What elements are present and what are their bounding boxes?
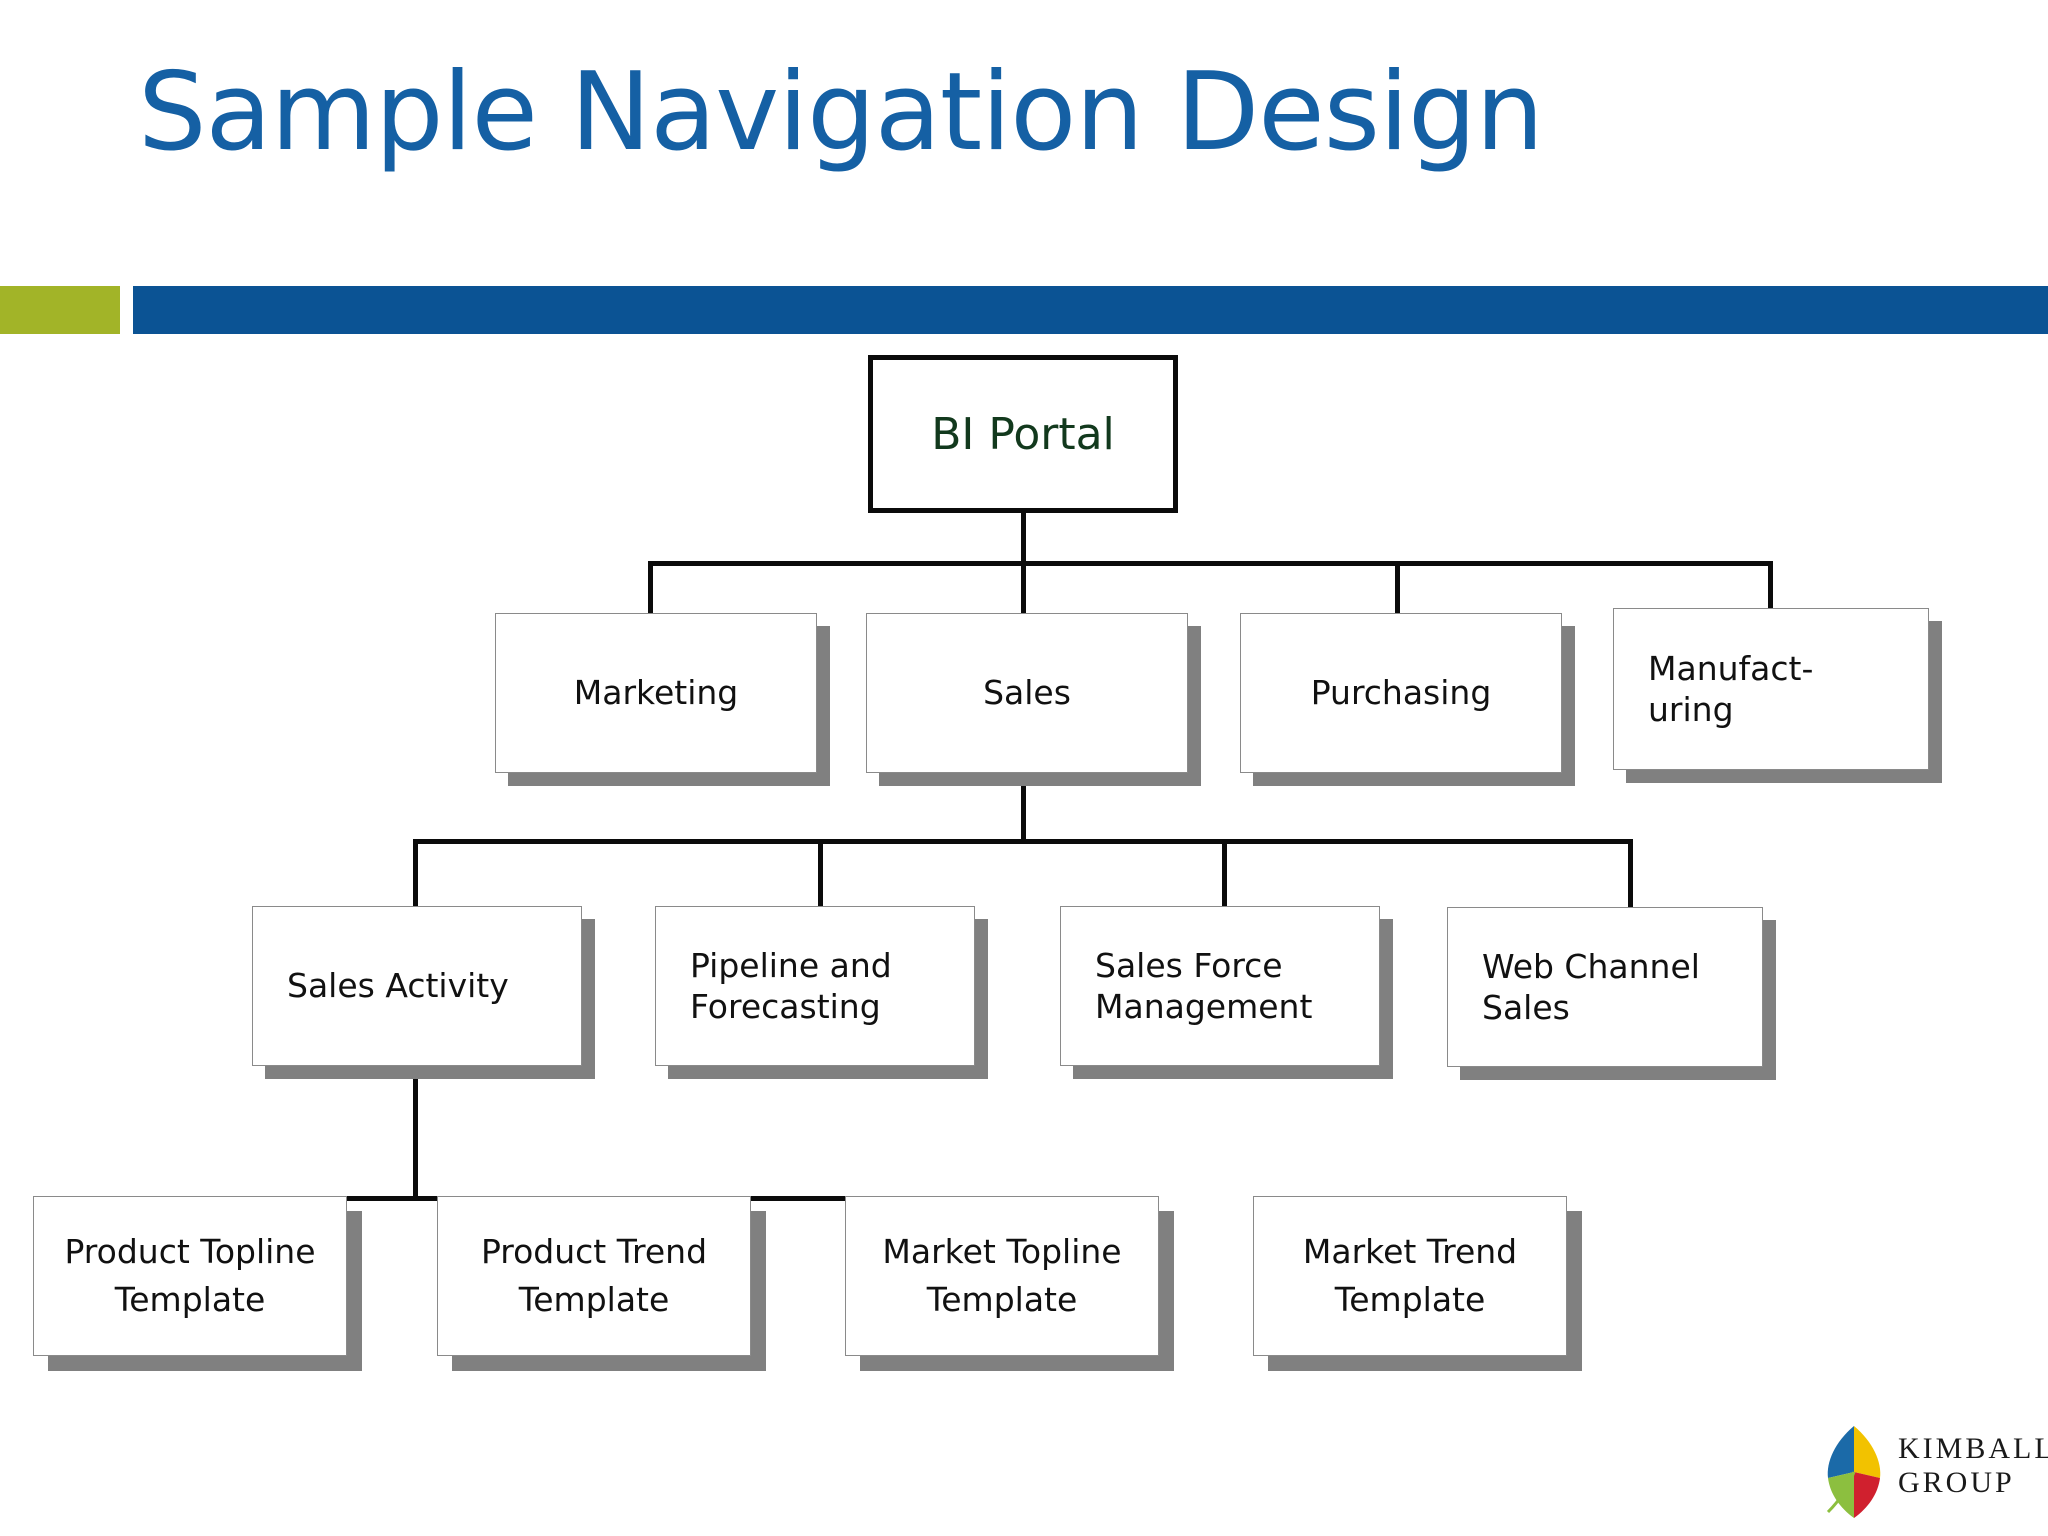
kimball-group-logo: KIMBALL GROUP: [1818, 1418, 2048, 1530]
node-sales-activity-label: Sales Activity: [287, 966, 509, 1006]
node-marketing-label: Marketing: [573, 673, 739, 713]
page-title: Sample Navigation Design: [138, 50, 1544, 175]
node-product-topline-template-label: Product Topline Template: [64, 1232, 316, 1319]
connector-sales-activity-stem: [413, 1063, 418, 1200]
node-marketing[interactable]: Marketing: [495, 613, 817, 773]
node-manufacturing[interactable]: Manufact- uring: [1613, 608, 1929, 770]
node-web-channel-sales[interactable]: Web Channel Sales: [1447, 907, 1763, 1067]
connector-level3-drop-web-channel: [1628, 839, 1633, 907]
node-market-topline-template[interactable]: Market Topline Template: [845, 1196, 1159, 1356]
node-pipeline-forecasting-label: Pipeline and Forecasting: [690, 945, 892, 1026]
node-market-topline-template-label: Market Topline Template: [882, 1232, 1122, 1319]
connector-level3-drop-sales-activity: [413, 839, 418, 907]
connector-level2-drop-sales: [1021, 561, 1026, 615]
node-sales-force-management-label: Sales Force Management: [1095, 945, 1313, 1026]
node-bi-portal[interactable]: BI Portal: [868, 355, 1178, 513]
connector-level3-drop-pipeline: [818, 839, 823, 907]
node-product-topline-template[interactable]: Product Topline Template: [33, 1196, 347, 1356]
node-product-trend-template-label: Product Trend Template: [480, 1232, 708, 1319]
logo-line-2: GROUP: [1898, 1465, 2015, 1499]
node-sales[interactable]: Sales: [866, 613, 1188, 773]
node-sales-label: Sales: [983, 673, 1071, 713]
accent-bar-blue: [133, 286, 2048, 334]
connector-level2-drop-purchasing: [1395, 561, 1400, 615]
node-product-trend-template[interactable]: Product Trend Template: [437, 1196, 751, 1356]
node-market-trend-template-label: Market Trend Template: [1302, 1232, 1518, 1319]
connector-level2-drop-marketing: [648, 561, 653, 615]
node-web-channel-sales-label: Web Channel Sales: [1482, 946, 1700, 1027]
leaf-logo-icon: [1826, 1426, 1881, 1518]
connector-level2-bus: [648, 561, 1772, 566]
node-market-trend-template[interactable]: Market Trend Template: [1253, 1196, 1567, 1356]
node-bi-portal-label: BI Portal: [931, 408, 1115, 460]
connector-level2-drop-manufacturing: [1768, 561, 1773, 615]
logo-line-1: KIMBALL: [1898, 1432, 2048, 1465]
connector-level3-bus: [413, 839, 1633, 844]
node-sales-activity[interactable]: Sales Activity: [252, 906, 582, 1066]
connector-sales-stem: [1021, 771, 1026, 843]
node-purchasing[interactable]: Purchasing: [1240, 613, 1562, 773]
accent-bar-green: [0, 286, 120, 334]
node-pipeline-forecasting[interactable]: Pipeline and Forecasting: [655, 906, 975, 1066]
node-purchasing-label: Purchasing: [1310, 673, 1492, 713]
node-manufacturing-label: Manufact- uring: [1648, 648, 1814, 729]
logo-wordmark: KIMBALL GROUP: [1898, 1432, 2048, 1499]
connector-level3-drop-sales-force: [1222, 839, 1227, 907]
node-sales-force-management[interactable]: Sales Force Management: [1060, 906, 1380, 1066]
connector-root-stem: [1021, 511, 1026, 565]
